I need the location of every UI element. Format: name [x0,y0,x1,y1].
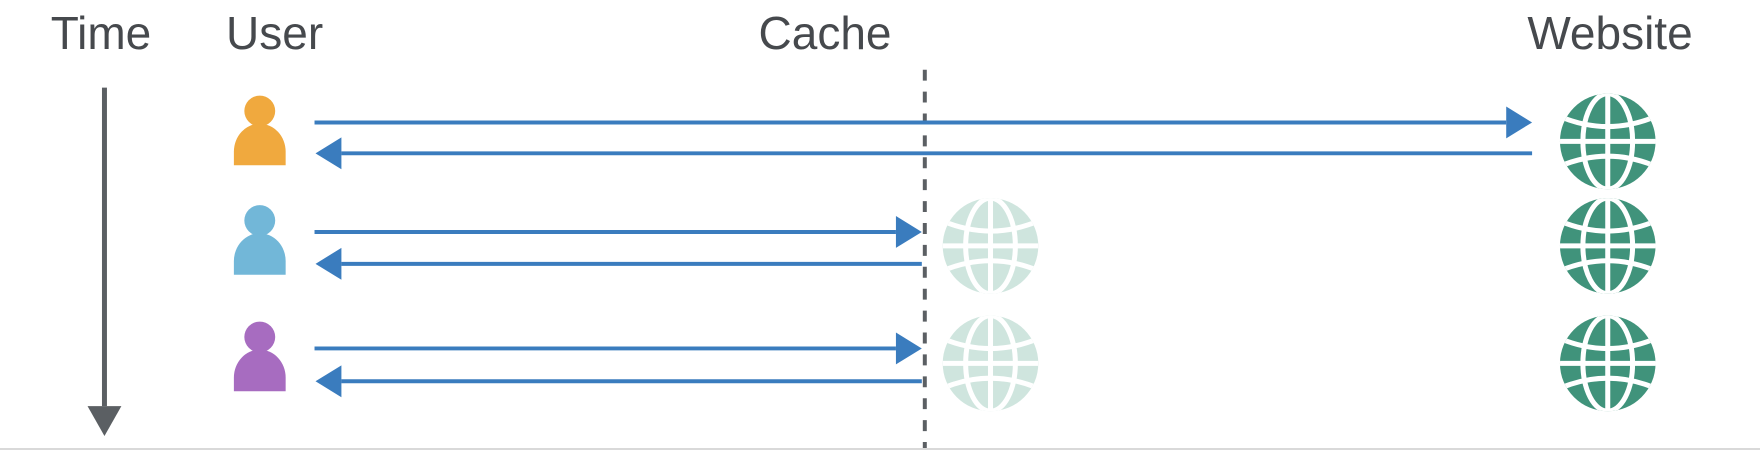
website-globe-icon-1-parallel-north [1559,114,1656,129]
website-globe-icon-3-parallel-south [1559,375,1656,391]
response-arrow-3-arrow-left-icon [315,365,342,398]
cache-globe-faded-icon-3-parallel-south [942,375,1039,391]
cache-globe-faded-icon-2-grid [942,198,1039,294]
request-arrow-1-arrow-right-icon [1506,106,1533,139]
website-globe-icon-1-sphere [1559,93,1656,190]
cache-globe-faded-icon-2-parallel-south [942,258,1039,274]
sequence-row-1 [233,93,1656,190]
cache-globe-faded-icon-2 [942,198,1039,294]
person-icon-1-head [244,95,276,127]
sequence-row-3 [233,315,1656,412]
response-arrow-2-arrow-left-icon [315,247,342,280]
website-globe-icon-1-meridian-right [1607,93,1636,190]
cache-globe-faded-icon-2-meridian-right [990,198,1018,294]
cache-globe-faded-icon-3-grid [942,315,1039,412]
website-globe-icon-3 [1559,315,1656,412]
request-arrow-2-arrow-right-icon [895,216,922,248]
cache-globe-faded-icon-3 [942,315,1039,412]
response-arrow-3 [315,365,922,398]
website-globe-icon-3-meridian-right [1607,315,1636,412]
request-arrow-3-arrow-right-icon [895,332,922,365]
column-label-cache: Cache [758,7,892,59]
website-globe-icon-2-sphere [1559,198,1656,294]
website-globe-icon-1 [1559,93,1656,190]
website-globe-icon-2-meridian-left [1580,198,1608,294]
response-arrow-2 [315,247,922,280]
website-globe-icon-3-parallel-north [1559,336,1656,351]
website-globe-icon-2-parallel-south [1559,258,1656,274]
column-label-user: User [226,7,324,59]
arrow-down-icon [87,406,122,437]
person-icon-3 [233,321,286,392]
website-globe-icon-2-parallel-north [1559,218,1656,234]
website-globe-icon-1-parallel-south [1559,153,1656,169]
person-icon-2 [233,205,286,275]
website-globe-icon-1-meridian-left [1580,93,1608,190]
sequence-row-2 [233,198,1656,294]
person-icon-1-body [233,123,286,166]
website-globe-icon-2-meridian-right [1607,198,1636,294]
request-arrow-3 [314,332,922,365]
person-icon-3-head [244,321,276,353]
cache-globe-faded-icon-2-meridian-left [963,198,991,294]
person-icon-2-body [233,233,286,275]
cache-globe-faded-icon-3-meridian-left [963,315,991,412]
cache-globe-faded-icon-3-meridian-right [990,315,1018,412]
person-icon-3-body [233,349,286,392]
person-icon-2-head [244,205,276,236]
cache-globe-faded-icon-2-sphere [942,198,1039,294]
website-globe-icon-3-meridian-left [1580,315,1608,412]
time-axis [87,87,122,437]
website-globe-icon-1-grid [1559,93,1656,190]
website-globe-icon-3-sphere [1559,315,1656,412]
response-arrow-1 [315,137,1533,170]
column-label-website: Website [1527,7,1693,59]
response-arrow-1-arrow-left-icon [315,137,342,170]
website-globe-icon-2 [1559,198,1656,294]
website-globe-icon-2-grid [1559,198,1656,294]
cache-globe-faded-icon-2-parallel-north [942,218,1039,234]
column-label-time: Time [50,7,152,59]
person-icon-1 [233,95,286,166]
cache-globe-faded-icon-3-sphere [942,315,1039,412]
request-arrow-2 [314,216,922,248]
website-globe-icon-3-grid [1559,315,1656,412]
request-arrow-1 [314,106,1533,139]
cache-globe-faded-icon-3-parallel-north [942,336,1039,351]
